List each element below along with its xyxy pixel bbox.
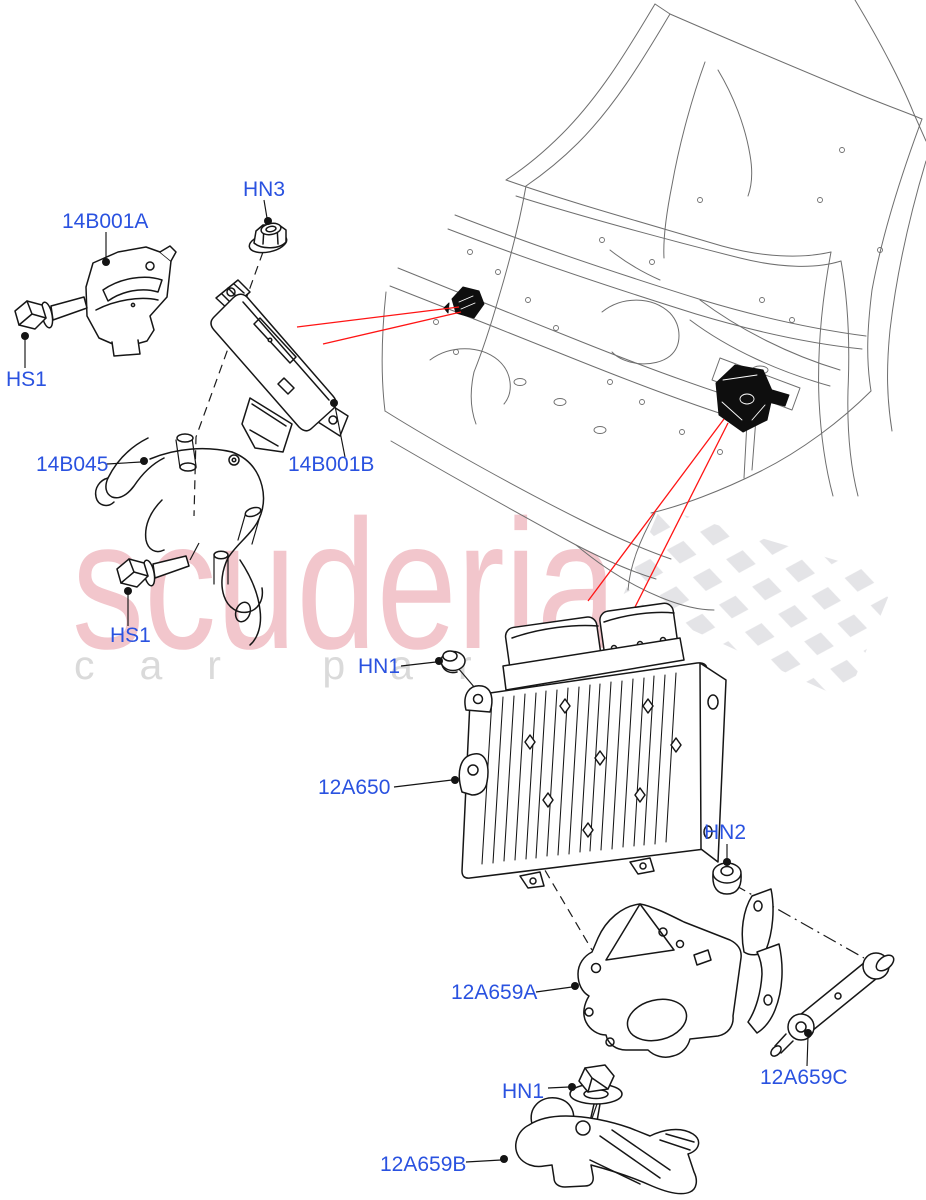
part-12a659b-bracket — [515, 1097, 700, 1195]
part-hn1-nut-upper — [440, 650, 466, 674]
callout-leaders — [21, 199, 812, 1163]
callout-hn2[interactable]: HN2 — [704, 821, 746, 844]
vehicle-body-line-art — [381, 0, 926, 611]
callout-hn1-lower[interactable]: HN1 — [502, 1080, 544, 1103]
callout-12a659c[interactable]: 12A659C — [760, 1066, 848, 1089]
module-location-highlight-rear — [715, 364, 790, 433]
watermark: scuderia car parts — [72, 481, 896, 700]
part-14b045-bracket — [94, 433, 265, 646]
part-hn3-nut — [248, 222, 288, 254]
callout-12a659a[interactable]: 12A659A — [451, 981, 537, 1004]
part-hs1-bolt-lower — [116, 555, 190, 588]
red-pointer-lines — [296, 306, 729, 612]
callout-12a659b[interactable]: 12A659B — [380, 1153, 466, 1176]
module-location-highlight-front — [443, 286, 485, 319]
callout-14b045[interactable]: 14B045 — [36, 453, 108, 476]
part-hn2-grommet — [712, 862, 742, 895]
checkered-flag — [622, 508, 896, 700]
callout-hs1-lower[interactable]: HS1 — [110, 624, 151, 647]
part-14b001a-bracket — [85, 245, 177, 357]
part-14b001b-module — [210, 279, 349, 453]
callout-12a650[interactable]: 12A650 — [318, 776, 390, 799]
callouts: HN3 14B001A HS1 14B045 14B001B HS1 HN1 1… — [6, 178, 848, 1176]
exploded-parts — [14, 222, 895, 1195]
part-hs1-bolt-upper — [14, 296, 88, 330]
part-12a659c-link — [770, 952, 895, 1057]
part-hn1-bolt-lower — [569, 1064, 623, 1128]
callout-14b001b[interactable]: 14B001B — [288, 453, 374, 476]
callout-hn3[interactable]: HN3 — [243, 178, 285, 201]
callout-hs1-upper[interactable]: HS1 — [6, 368, 47, 391]
callout-hn1-upper[interactable]: HN1 — [358, 655, 400, 678]
callout-14b001a[interactable]: 14B001A — [62, 210, 148, 233]
part-12a659a-bracket — [577, 888, 783, 1058]
part-12a650-ecm — [458, 602, 727, 889]
